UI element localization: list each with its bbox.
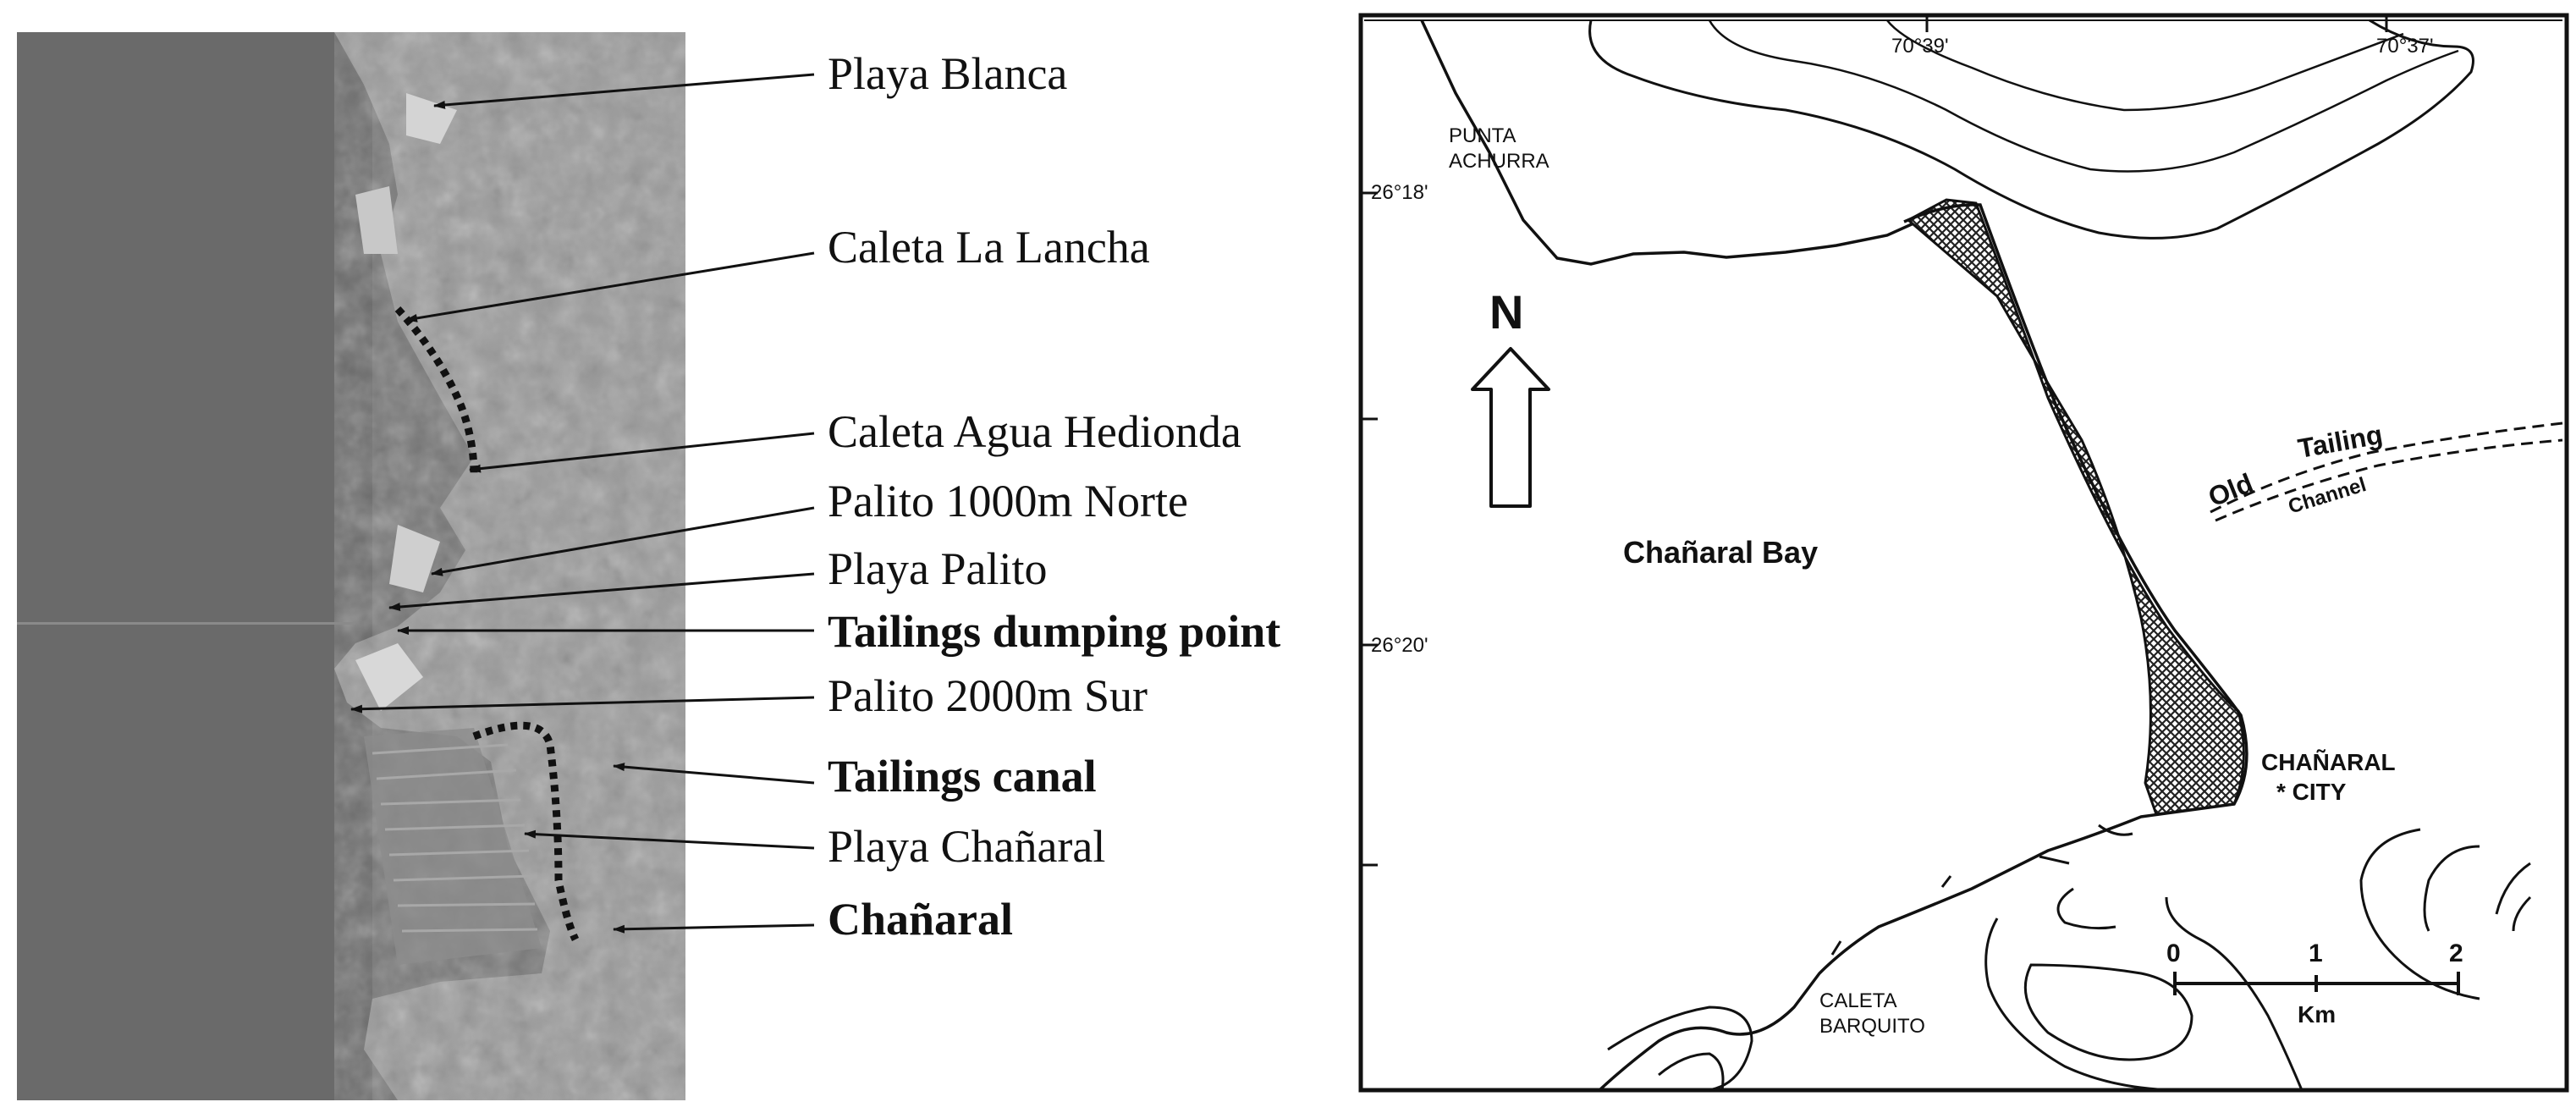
bay-coastline — [1598, 203, 2248, 1092]
punta-achurra-label-1: PUNTA — [1449, 124, 1516, 147]
scale-tick-0: 0 — [2166, 939, 2181, 967]
city-label-1: CHAÑARAL — [2261, 749, 2396, 775]
caleta-barquito-label-1: CALETA — [1819, 989, 1897, 1012]
arrow-agua-hedionda — [469, 432, 815, 473]
north-coastline — [1420, 19, 1922, 266]
contour-upper-3 — [1886, 19, 2404, 112]
label-chanaral: Chañaral — [828, 894, 1013, 945]
latitude-label-2: 26°20' — [1371, 634, 1428, 657]
label-palito-1000m-norte: Palito 1000m Norte — [828, 476, 1188, 526]
graticule-ticks — [1361, 15, 2388, 867]
city-label-2: * CITY — [2276, 779, 2347, 805]
line-map: 70°39' 70°37' 26°18' 26°20' PUNTA ACHURR… — [1358, 13, 2569, 1093]
label-playa-blanca: Playa Blanca — [828, 48, 1067, 99]
old-tailing-channel-1 — [2210, 422, 2563, 514]
label-playa-palito: Playa Palito — [828, 543, 1047, 594]
arrow-playa-blanca — [433, 73, 815, 109]
latitude-label-1: 26°18' — [1371, 181, 1428, 204]
punta-achurra-label-2: ACHURRA — [1449, 150, 1549, 173]
label-caleta-la-lancha: Caleta La Lancha — [828, 222, 1150, 273]
arrow-caleta-la-lancha — [405, 251, 815, 322]
beach-outline-chanaral — [472, 721, 580, 942]
label-tailings-canal: Tailings canal — [828, 751, 1097, 802]
beach-outline-lancha — [394, 306, 478, 475]
arrow-palito-2000m — [350, 696, 815, 714]
north-arrow-icon — [1471, 347, 1550, 508]
contour-lower-3 — [2056, 887, 2116, 930]
north-arrow: N — [1471, 285, 1550, 508]
arrow-playa-palito — [388, 572, 815, 611]
longitude-label-2: 70°37' — [2376, 35, 2434, 58]
scale-tick-1: 1 — [2309, 939, 2323, 967]
contour-lower-9 — [1658, 1052, 1725, 1091]
scale-unit: Km — [2298, 1001, 2336, 1028]
label-palito-2000m-sur: Palito 2000m Sur — [828, 670, 1148, 721]
old-tailing-channel-2 — [2215, 438, 2563, 522]
arrow-playa-chanaral — [524, 829, 815, 850]
contour-lower-4 — [2165, 896, 2304, 1091]
photo-labels: Playa Blanca Caleta La Lancha Caleta Agu… — [828, 48, 1280, 945]
contour-lower-1 — [1984, 917, 2184, 1092]
map-frame — [1358, 13, 2569, 1093]
scale-tick-2: 2 — [2449, 939, 2463, 967]
longitude-label-1: 70°39' — [1891, 35, 1949, 58]
contour-upper-2 — [1708, 19, 2459, 173]
arrow-palito-1000m — [431, 506, 815, 576]
arrow-tailings-canal — [613, 763, 815, 785]
contour-lower-7 — [2495, 862, 2532, 932]
contour-lower-8 — [1607, 1006, 1753, 1092]
contour-lower-2 — [2023, 963, 2193, 1061]
arrow-chanaral — [613, 923, 815, 934]
north-label: N — [1489, 285, 1523, 339]
aerial-photo — [17, 32, 685, 1100]
contour-upper-1 — [1588, 19, 2474, 240]
caleta-barquito-label-2: BARQUITO — [1819, 1015, 1925, 1038]
tailings-deposit — [1906, 198, 2245, 816]
label-tailings-dumping-point: Tailings dumping point — [828, 606, 1280, 657]
bay-label: Chañaral Bay — [1623, 535, 1818, 570]
label-caleta-agua-hedionda: Caleta Agua Hedionda — [828, 406, 1241, 457]
label-playa-chanaral: Playa Chañaral — [828, 821, 1105, 872]
scale-bar: 0 1 2 Km — [2166, 939, 2463, 1028]
contour-lower-6 — [2423, 845, 2480, 932]
label-arrows — [350, 73, 815, 934]
